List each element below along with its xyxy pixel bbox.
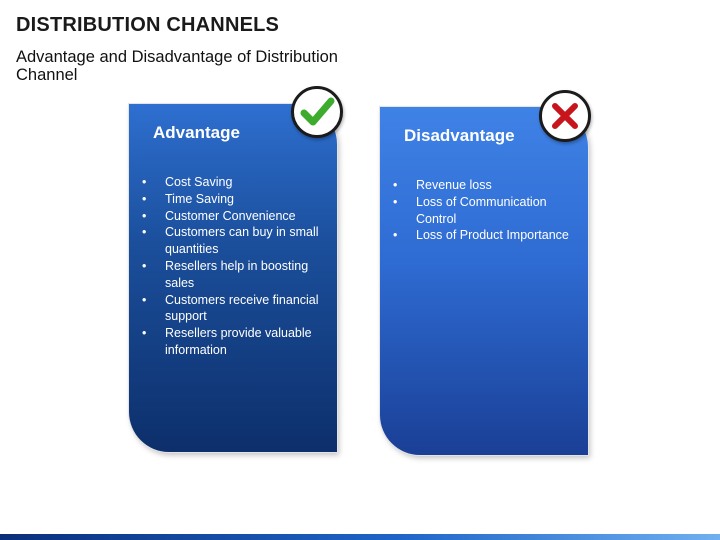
cross-icon [539,90,591,142]
disadvantage-list: Revenue loss Loss of Communication Contr… [380,177,576,244]
advantage-item: Resellers provide valuable information [142,325,325,359]
disadvantage-title: Disadvantage [404,126,515,145]
advantage-card: Advantage Cost Saving Time Saving Custom… [129,104,337,452]
disadvantage-item: Revenue loss [393,177,576,194]
footer-bar [0,534,720,540]
advantage-list: Cost Saving Time Saving Customer Conveni… [129,174,325,359]
disadvantage-item: Loss of Communication Control [393,194,576,228]
disadvantage-item: Loss of Product Importance [393,227,576,244]
advantage-item: Cost Saving [142,174,325,191]
checkmark-icon [291,86,343,138]
advantage-item: Customers can buy in small quantities [142,224,325,258]
disadvantage-card: Disadvantage Revenue loss Loss of Commun… [380,107,588,455]
advantage-item: Resellers help in boosting sales [142,258,325,292]
page-subtitle: Advantage and Disadvantage of Distributi… [16,48,338,84]
advantage-title: Advantage [153,123,240,142]
advantage-item: Customer Convenience [142,208,325,225]
advantage-item: Time Saving [142,191,325,208]
page-title: DISTRIBUTION CHANNELS [16,14,280,36]
advantage-item: Customers receive financial support [142,292,325,326]
